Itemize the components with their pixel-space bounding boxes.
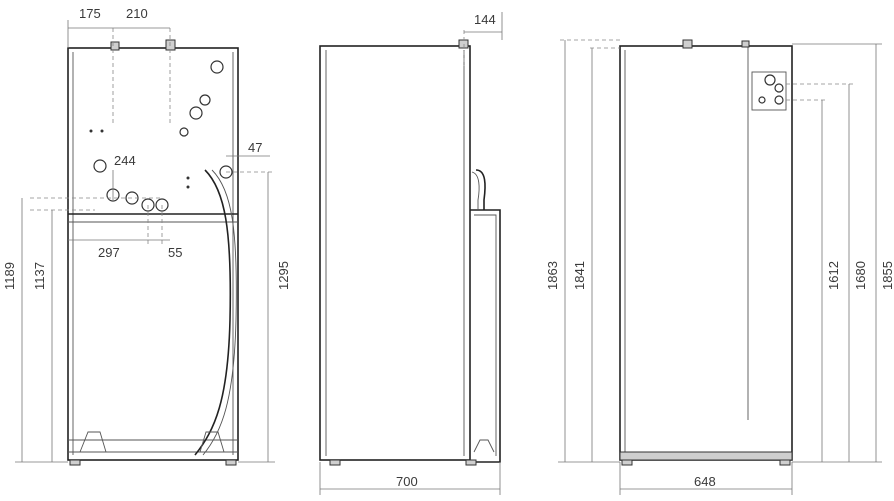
side-cabinet-outline [319,45,471,461]
front-dim-244: 244 [114,153,136,168]
side-dim-700: 700 [396,474,418,489]
front-view: 175 210 244 47 297 55 1189 1137 1295 [2,6,291,466]
front-dot-1 [89,129,93,133]
side-foot-bracket [473,439,495,453]
front-dim-297: 297 [98,245,120,260]
rear-foot-right [779,459,791,466]
front-dot-4 [186,185,190,189]
side-view: 144 700 [319,12,503,495]
side-dim-144: 144 [474,12,496,27]
front-dim-210: 210 [126,6,148,21]
rear-hole-1 [764,74,776,86]
rear-hole-2 [774,83,784,93]
rear-hole-4 [758,96,766,104]
front-top-fitting-left [110,41,120,51]
front-dim-175: 175 [79,6,101,21]
front-foot-right [225,459,237,466]
front-dim-55: 55 [168,245,182,260]
front-dot-3 [186,176,190,180]
rear-dim-1612: 1612 [826,261,841,290]
side-foot-right [465,459,477,466]
front-dim-1137: 1137 [32,262,47,290]
side-pipe-inner [471,171,480,210]
front-hole-4 [179,127,189,137]
front-dim-47: 47 [248,140,262,155]
rear-hole-3 [774,95,784,105]
side-foot-left [329,459,341,466]
rear-foot-left [621,459,633,466]
rear-top-fitting [682,39,693,49]
rear-connection-plate [751,71,787,111]
side-pipe [475,169,486,210]
front-cabinet-outline [67,47,239,461]
front-hole-1 [210,60,224,74]
front-hole-5 [93,159,107,173]
rear-cabinet-outline [619,45,793,461]
front-foot-left [69,459,81,466]
rear-dim-648: 648 [694,474,716,489]
front-drain-hose [194,169,232,456]
front-dim-1295: 1295 [276,261,291,290]
rear-dim-1855: 1855 [880,261,894,290]
front-hole-3 [189,106,203,120]
front-dim-1189: 1189 [2,262,17,290]
rear-dim-1863: 1863 [545,261,560,290]
rear-view: 1863 1841 1612 1680 1855 648 [545,39,894,495]
side-back-module [470,209,501,463]
rear-top-fitting-2 [741,40,750,48]
front-base-bracket-right [199,431,225,453]
front-drain-hose-inner [202,169,237,456]
front-hole-2 [199,94,211,106]
side-back-module-inner [474,214,497,456]
side-top-fitting [458,39,469,49]
front-dot-2 [100,129,104,133]
rear-dim-1841: 1841 [572,261,587,290]
rear-dim-1680: 1680 [853,261,868,290]
rear-base [619,451,793,461]
front-top-fitting-right [165,39,176,51]
front-base-bracket-left [79,431,107,453]
